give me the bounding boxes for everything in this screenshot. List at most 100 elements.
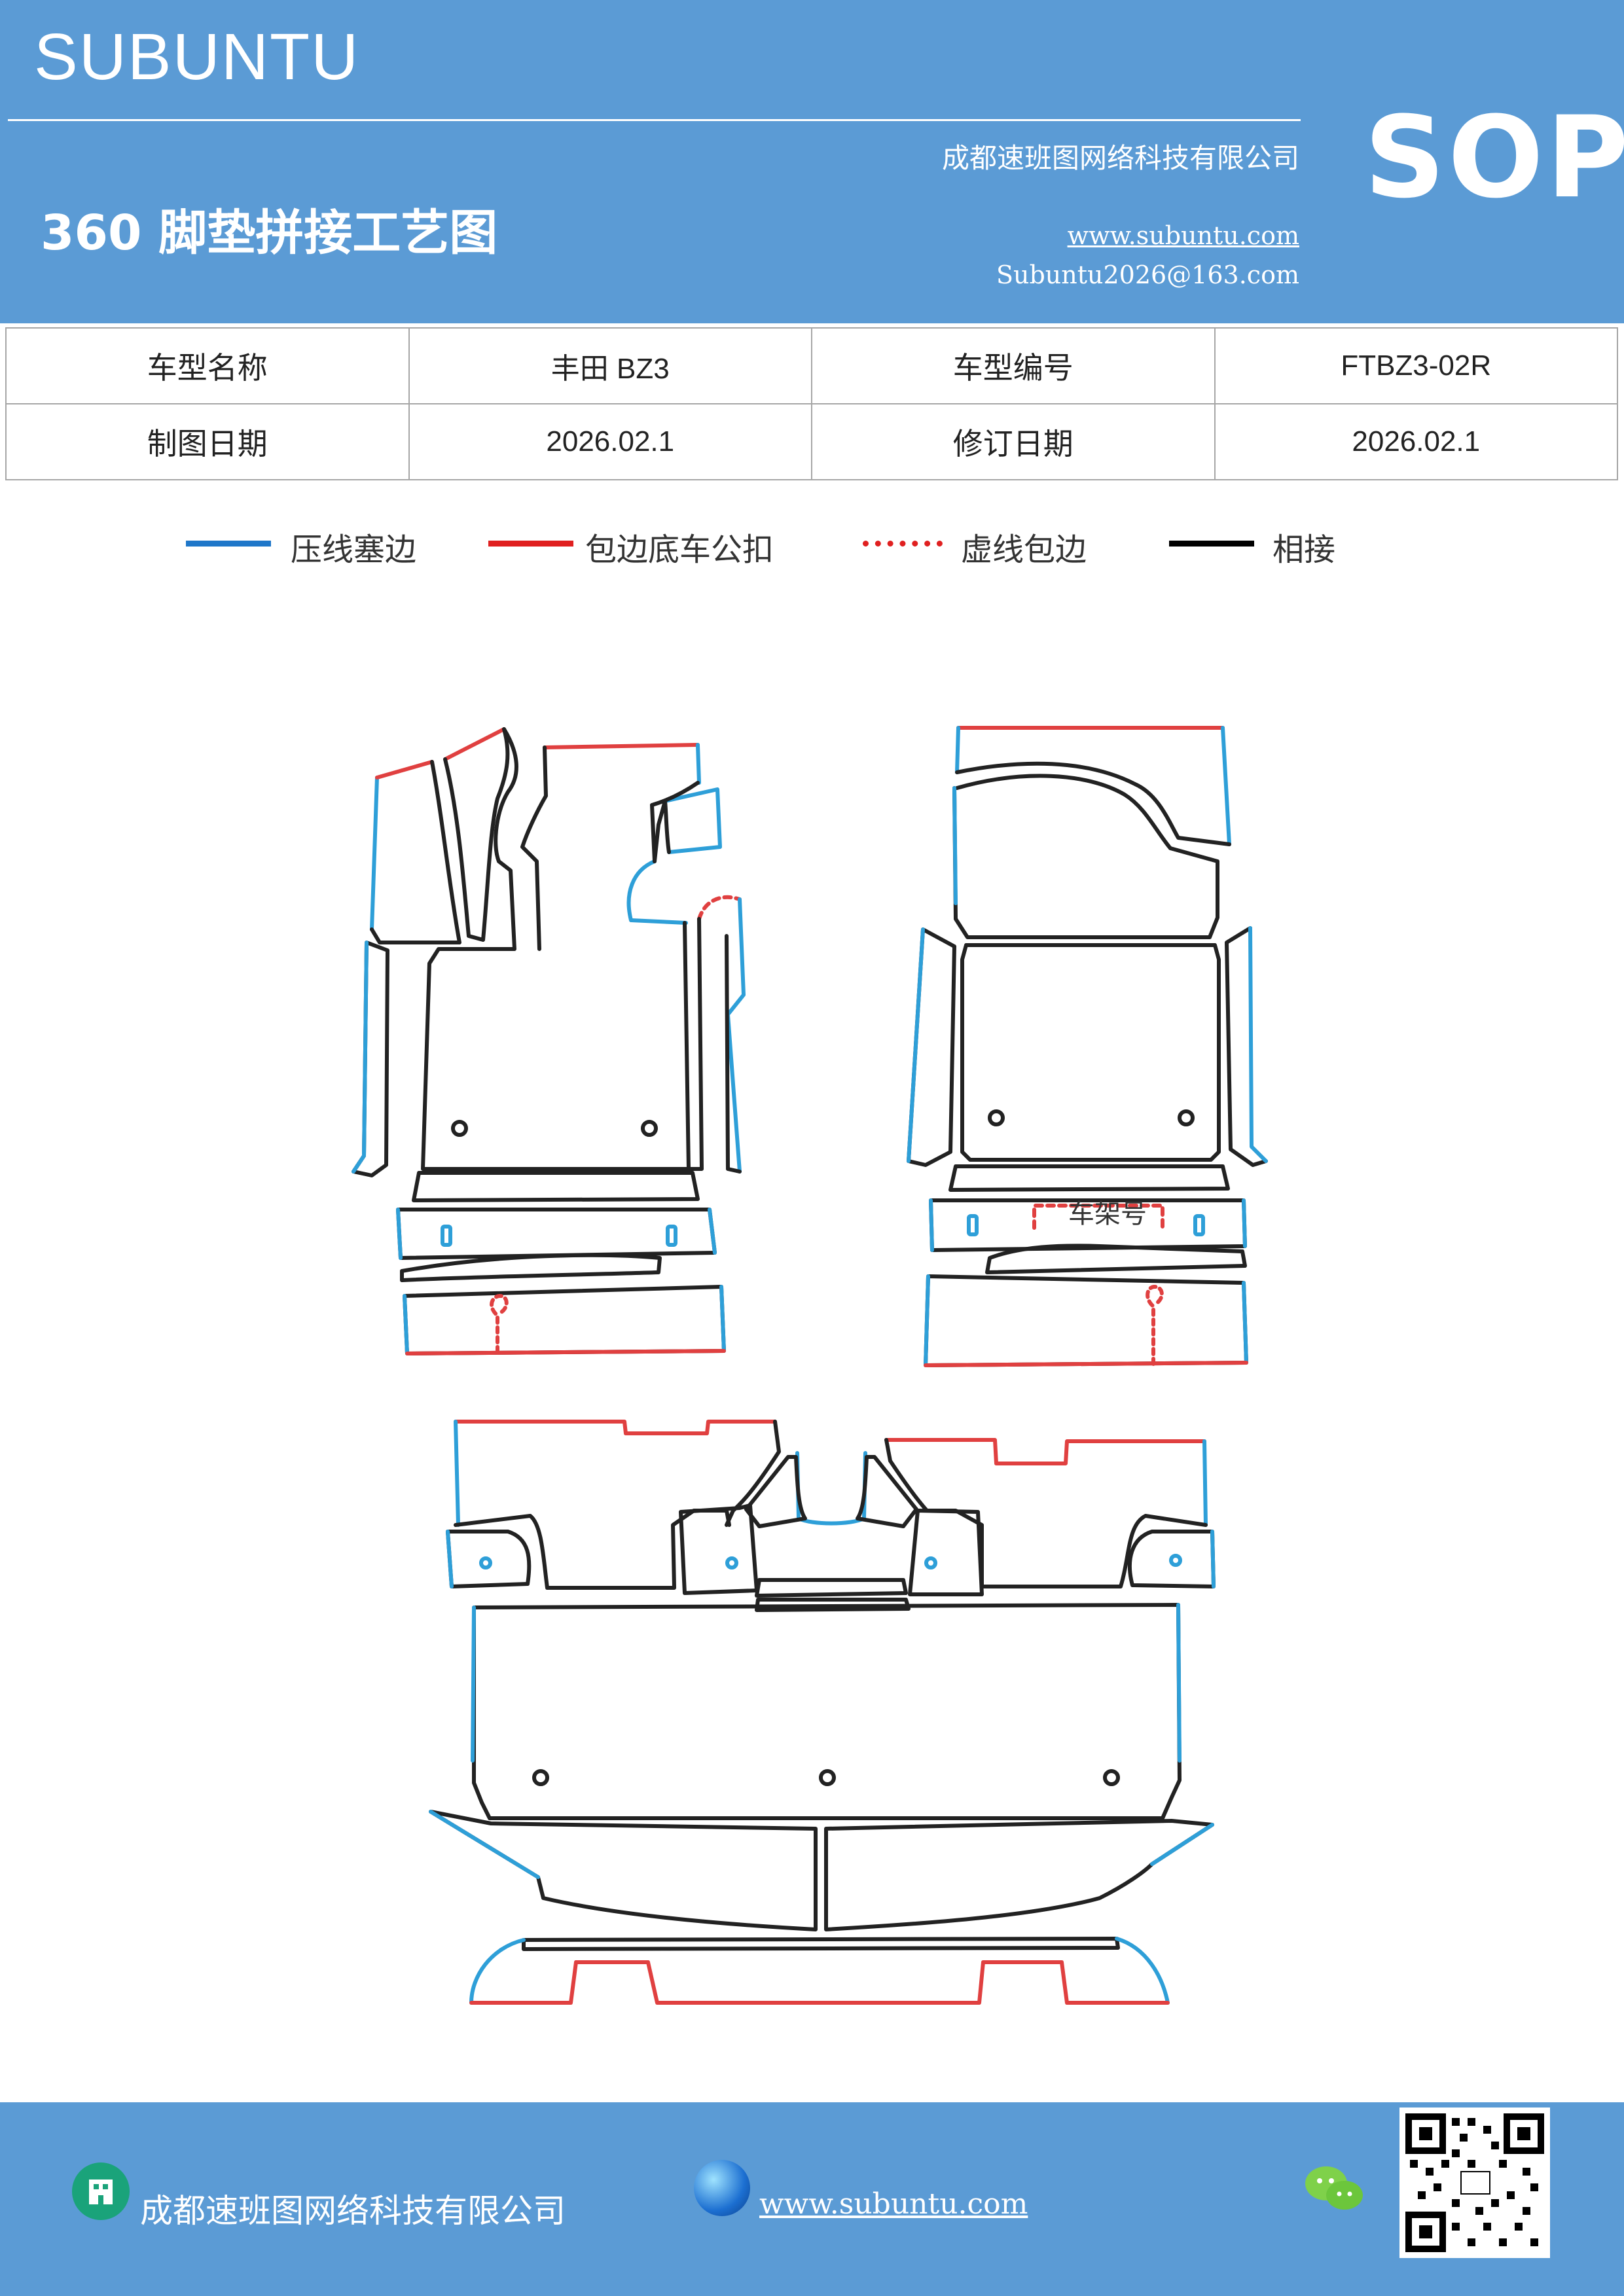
edge-blue	[352, 941, 369, 1174]
seam	[454, 1509, 731, 1590]
heel-piece	[412, 1171, 700, 1202]
company-name: 成都速班图网络科技有限公司	[941, 142, 1299, 174]
model-code-value: FTBZ3-02R	[1214, 327, 1618, 404]
mat-hole	[641, 1120, 658, 1137]
edge-blue	[446, 1530, 454, 1588]
draw-date-label: 制图日期	[5, 403, 410, 480]
model-name-value: 丰田 BZ3	[408, 327, 812, 404]
model-name-label: 车型名称	[5, 327, 410, 404]
mat-slot	[967, 1214, 979, 1236]
edge-blue	[471, 1603, 1182, 1763]
mat-diagram: 车架号	[352, 726, 1268, 2005]
edge-blue	[370, 776, 379, 931]
info-row: 车型名称 丰田 BZ3 车型编号 FTBZ3-02R	[5, 327, 1618, 404]
vin-label: 车架号	[1068, 1199, 1147, 1229]
info-table: 车型名称 丰田 BZ3 车型编号 FTBZ3-02R 制图日期 2026.02.…	[5, 327, 1618, 480]
mat-hole	[451, 1120, 468, 1137]
front-right-mat	[907, 726, 1268, 1367]
footer-website-link[interactable]: www.subuntu.com	[759, 2187, 1028, 2221]
legend-swatch	[863, 541, 943, 547]
edge-red	[924, 1361, 1248, 1367]
header-banner: SUBUNTU 360 脚垫拼接工艺图 成都速班图网络科技有限公司 www.su…	[0, 0, 1624, 323]
info-row: 制图日期 2026.02.1 修订日期 2026.02.1	[5, 403, 1618, 480]
rear-lower-left	[429, 1810, 818, 1931]
edge-blue	[396, 1208, 717, 1260]
bottom-piece	[924, 1274, 1248, 1367]
legend-label: 相接	[1272, 531, 1336, 568]
mat-hole	[1169, 1554, 1182, 1567]
legend-label: 压线塞边	[291, 531, 417, 568]
sop-mark: SOP	[1364, 92, 1624, 223]
mat-hole	[479, 1556, 492, 1570]
website-link[interactable]: www.subuntu.com	[1067, 221, 1299, 250]
rear-mat	[429, 1420, 1216, 2005]
front-strip-thin	[985, 1244, 1247, 1274]
inner-pocket	[679, 1503, 759, 1595]
edge-blue	[469, 1938, 526, 2005]
edge-blue	[1202, 1439, 1208, 1527]
edge-blue	[1221, 726, 1231, 846]
edge-blue	[454, 1420, 460, 1527]
building-icon	[72, 2162, 130, 2220]
edge-blue	[626, 859, 688, 925]
rear-panel	[472, 1603, 1182, 1820]
edge-blue	[696, 743, 701, 785]
draw-date-value: 2026.02.1	[408, 403, 812, 480]
seat-panel	[960, 943, 1221, 1162]
mat-slot	[666, 1225, 677, 1247]
edge-red	[443, 727, 506, 761]
tunnel-side	[856, 1455, 918, 1528]
revise-date-value: 2026.02.1	[1214, 403, 1618, 480]
side-strip	[352, 941, 389, 1177]
edge-red	[375, 760, 434, 780]
globe-icon	[694, 2160, 750, 2216]
mat-hole	[1178, 1109, 1195, 1126]
mat-hole	[725, 1556, 738, 1570]
tunnel-side	[744, 1455, 807, 1528]
edge-red	[454, 1420, 777, 1435]
seam	[725, 934, 742, 1174]
edge-dotted	[1146, 1285, 1164, 1366]
vin-window	[1032, 1204, 1164, 1230]
edge-blue	[907, 927, 925, 1163]
revise-date-label: 修订日期	[811, 403, 1216, 480]
email-address: Subuntu2026@163.com	[996, 260, 1299, 289]
tunnel-strip	[755, 1578, 908, 1598]
seam	[520, 745, 548, 951]
heel-piece	[948, 1164, 1230, 1192]
seam	[421, 727, 691, 1171]
edge-blue	[952, 786, 958, 905]
edge-red	[543, 743, 700, 749]
seam	[925, 1509, 1208, 1588]
edge-blue	[1115, 1937, 1170, 2005]
edge-blue	[1150, 1823, 1214, 1866]
front-strip-thin	[400, 1253, 662, 1282]
inner-pocket	[908, 1509, 984, 1596]
model-code-label: 车型编号	[811, 327, 1216, 404]
legend-swatch	[488, 541, 573, 547]
mat-hole	[924, 1556, 937, 1570]
wechat-icon[interactable]	[1303, 2162, 1365, 2215]
seam	[650, 781, 700, 863]
edge-blue	[924, 1274, 1248, 1367]
brand-name: SUBUNTU	[34, 20, 360, 94]
mat-hole	[988, 1109, 1005, 1126]
corner-pocket	[446, 1530, 532, 1588]
seam	[653, 799, 671, 863]
edge-red	[884, 1438, 1206, 1465]
bottom-piece	[403, 1285, 726, 1355]
legend-swatch	[1169, 541, 1254, 547]
seam	[443, 727, 510, 942]
seam	[370, 760, 461, 944]
qr-code	[1399, 2108, 1550, 2258]
edge-red	[405, 1349, 726, 1355]
edge-dotted	[697, 895, 742, 921]
mat-hole	[532, 1769, 549, 1786]
footer-company: 成都速班图网络科技有限公司	[140, 2192, 566, 2230]
rear-bottom-seam	[522, 1937, 1120, 1951]
seam	[684, 917, 704, 1171]
corner-pocket	[1127, 1530, 1216, 1588]
legend-swatch	[186, 541, 271, 547]
edge-blue	[403, 1285, 726, 1355]
seam	[952, 774, 1219, 939]
